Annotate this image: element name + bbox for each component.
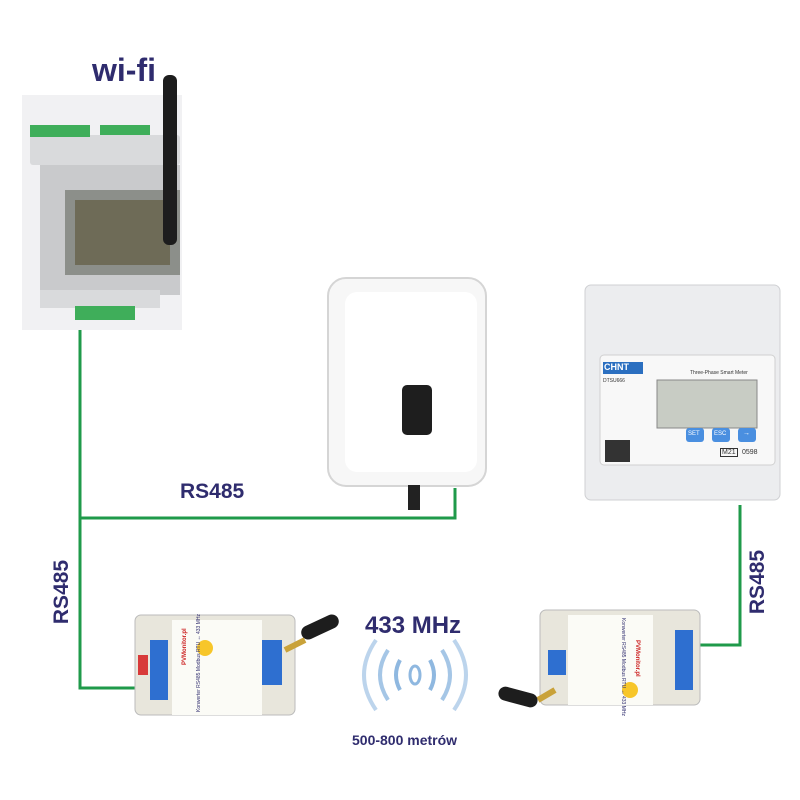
meter-cert: M21 [720, 448, 738, 457]
meter-next-button: → [743, 430, 750, 437]
rs485-wires [78, 330, 742, 690]
inverter [327, 277, 487, 510]
antenna-icon [163, 75, 177, 245]
frequency-label: 433 MHz [365, 612, 462, 639]
right-module-brand: PVMonitor.pl [634, 640, 640, 677]
wifi-label: wi-fi [92, 52, 156, 88]
wire-controller-to-left-module [78, 330, 140, 690]
rs485-inverter-label: RS485 [180, 480, 245, 503]
meter-cert-number: 0598 [742, 449, 758, 456]
radio-wave-icon [362, 638, 468, 712]
meter-esc-button: ESC [714, 431, 727, 437]
wire-to-inverter [80, 488, 457, 520]
meter-brand: CHNT [604, 362, 629, 372]
wifi-controller [22, 75, 182, 330]
left-module-desc: Konwerter RS485 Modbus RTU ↔ 433 MHz [196, 613, 202, 712]
right-radio-module [498, 609, 701, 708]
left-module-brand: PVMonitor.pl [182, 628, 188, 665]
meter-set-button: SET [688, 431, 700, 437]
range-label: 500-800 metrów [352, 732, 458, 748]
meter-title: Three-Phase Smart Meter [690, 370, 748, 376]
rs485-left-label: RS485 [50, 559, 74, 625]
smart-meter [584, 284, 781, 501]
rs485-right-label: RS485 [746, 549, 770, 615]
wire-meter-to-right-module [690, 505, 742, 647]
right-module-desc: Konwerter RS485 Modbus RTU ↔ 433 MHz [620, 618, 626, 717]
left-radio-module [134, 614, 339, 716]
meter-model: DTSU666 [603, 378, 625, 384]
